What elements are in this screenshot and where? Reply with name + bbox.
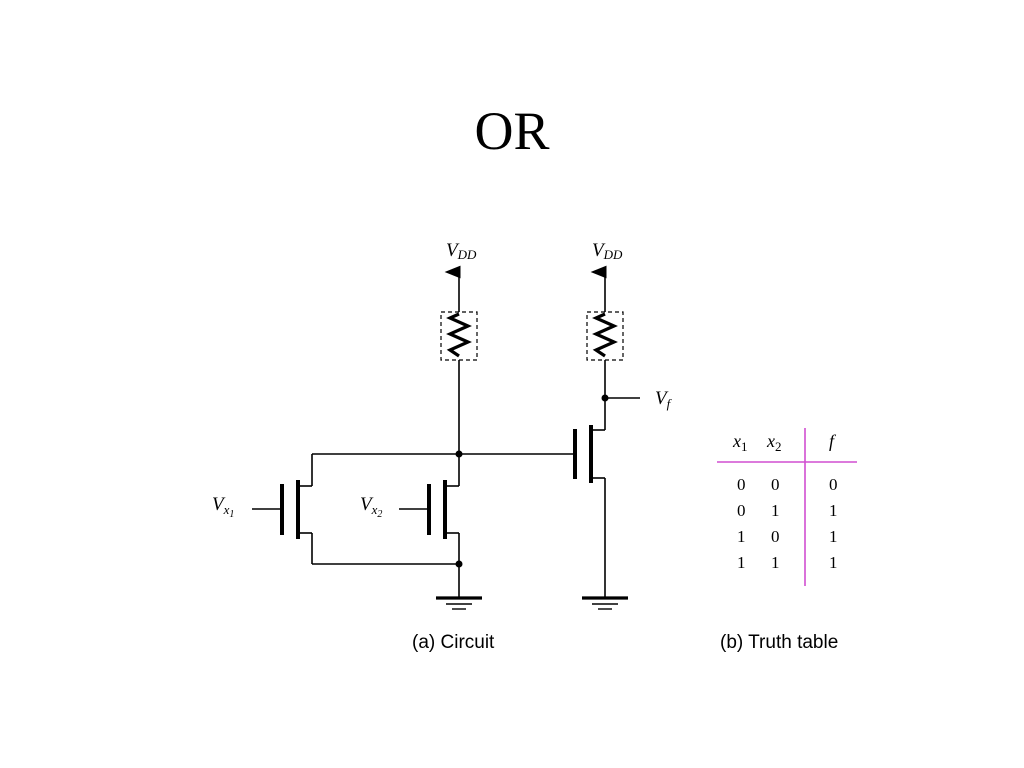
svg-text:0: 0 (829, 475, 838, 494)
slide-title: OR (474, 101, 550, 161)
truth-table-row: 0 1 1 (737, 501, 838, 520)
svg-text:1: 1 (771, 501, 780, 520)
svg-text:Vx2: Vx2 (360, 494, 382, 520)
svg-text:1: 1 (771, 553, 780, 572)
svg-text:0: 0 (737, 501, 746, 520)
svg-text:Vx1: Vx1 (212, 494, 234, 520)
svg-text:1: 1 (829, 501, 838, 520)
vdd-supply-1: VDD (444, 240, 477, 312)
truth-table: x1 x2 f 0 0 0 0 1 1 1 0 1 1 1 1 (717, 428, 857, 586)
transistor-inverter (573, 425, 605, 483)
svg-text:1: 1 (829, 527, 838, 546)
svg-text:x1: x1 (732, 431, 748, 454)
circuit-caption: (a) Circuit (412, 632, 495, 653)
svg-text:VDD: VDD (446, 240, 477, 262)
svg-text:1: 1 (829, 553, 838, 572)
vdd-supply-2: VDD (590, 240, 623, 312)
ground-1 (436, 596, 482, 610)
nor-stage: VDD Vx1 (212, 240, 575, 610)
svg-text:1: 1 (737, 553, 746, 572)
svg-text:0: 0 (771, 527, 780, 546)
svg-text:VDD: VDD (592, 240, 623, 262)
pull-up-resistor-1 (440, 311, 478, 361)
truth-table-caption: (b) Truth table (720, 632, 838, 653)
svg-text:0: 0 (771, 475, 780, 494)
svg-text:x2: x2 (766, 431, 782, 454)
inverter-stage: VDD Vf (573, 240, 673, 610)
output-vf: Vf (605, 388, 673, 411)
truth-table-row: 1 1 1 (737, 553, 838, 572)
truth-table-header: x1 x2 f (732, 431, 837, 454)
transistor-x2: Vx2 (360, 480, 447, 539)
svg-text:0: 0 (737, 475, 746, 494)
ground-2 (582, 596, 628, 610)
svg-text:f: f (829, 431, 837, 451)
svg-text:Vf: Vf (655, 388, 673, 411)
pull-up-resistor-2 (586, 311, 624, 361)
svg-text:1: 1 (737, 527, 746, 546)
truth-table-row: 0 0 0 (737, 475, 838, 494)
truth-table-row: 1 0 1 (737, 527, 838, 546)
transistor-x1: Vx1 (212, 454, 313, 564)
